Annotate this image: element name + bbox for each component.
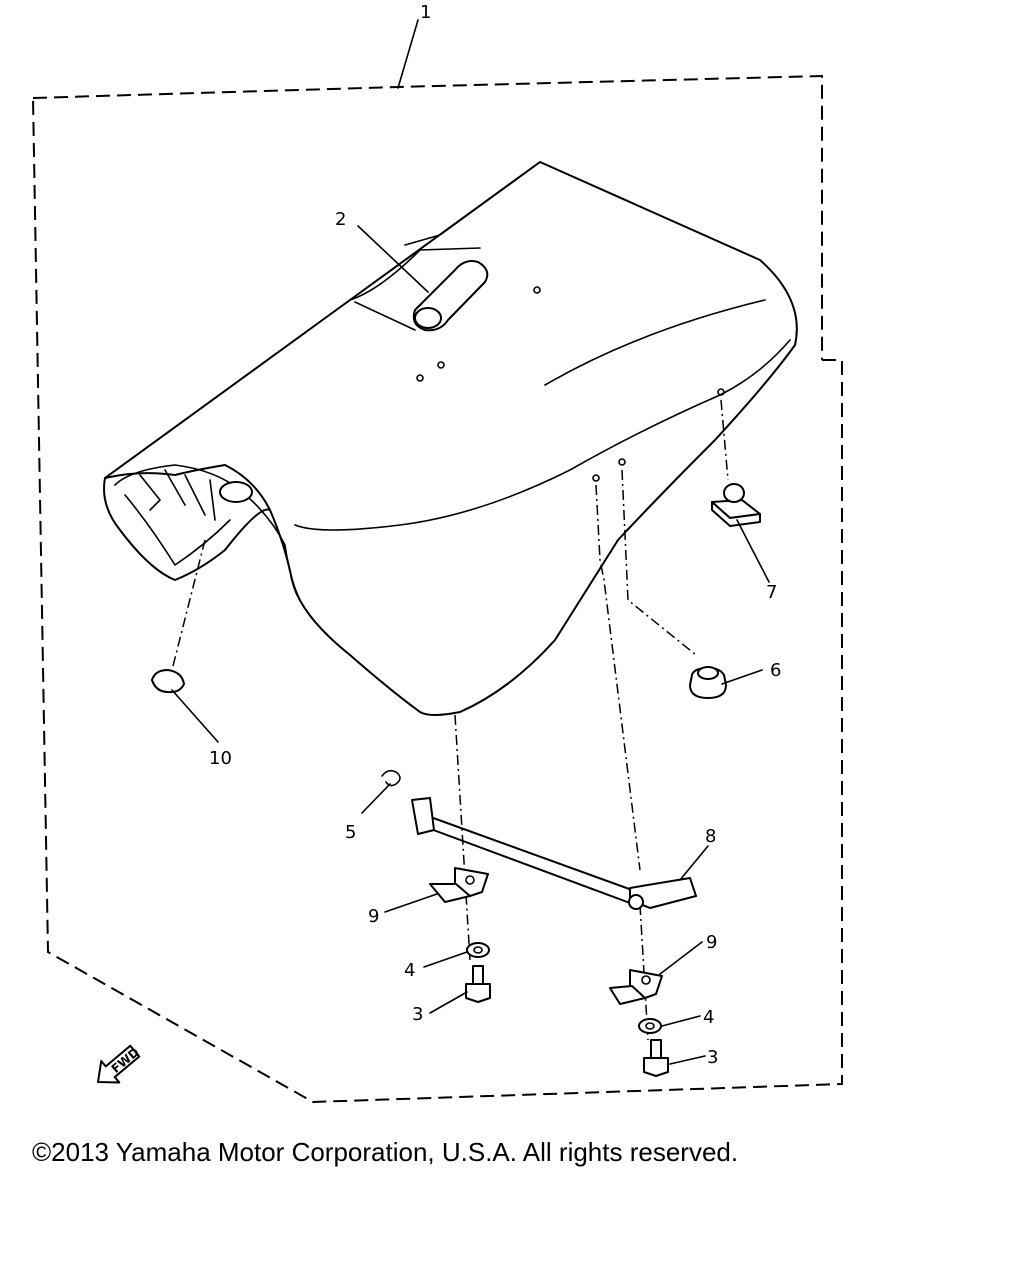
callout-10: 10 [209, 748, 232, 769]
part-5 [381, 769, 401, 787]
assembly-lines [171, 399, 729, 1041]
part-8 [411, 797, 697, 910]
callout-1: 1 [420, 2, 431, 23]
seat [103, 161, 798, 716]
part-4-left [466, 942, 490, 958]
callout-2: 2 [335, 209, 346, 230]
callout-4-right: 4 [703, 1007, 714, 1028]
callout-6: 6 [770, 660, 781, 681]
assembly-boundary [32, 74, 843, 1104]
copyright-notice: ©2013 Yamaha Motor Corporation, U.S.A. A… [32, 1137, 739, 1167]
part-9-right [609, 969, 663, 1005]
part-6 [689, 666, 727, 699]
part-3-left [465, 965, 491, 1003]
callout-3-right: 3 [707, 1047, 718, 1068]
part-3-right [643, 1039, 669, 1077]
fwd-arrow-icon: FWD [97, 1044, 142, 1084]
seat-exploded-diagram: 1 2 7 6 10 5 8 9 9 4 4 3 3 FWD [32, 2, 843, 1104]
part-9-left [429, 867, 489, 903]
callout-9-right: 9 [706, 932, 717, 953]
part-7 [711, 483, 761, 527]
callout-3-left: 3 [412, 1004, 423, 1025]
callout-4-left: 4 [404, 960, 415, 981]
callout-8: 8 [705, 826, 716, 847]
part-4-right [638, 1018, 662, 1034]
part-10 [151, 669, 185, 694]
leader-lines [171, 19, 770, 1065]
callout-9-left: 9 [368, 906, 379, 927]
callout-5: 5 [345, 822, 356, 843]
callout-7: 7 [766, 582, 777, 603]
